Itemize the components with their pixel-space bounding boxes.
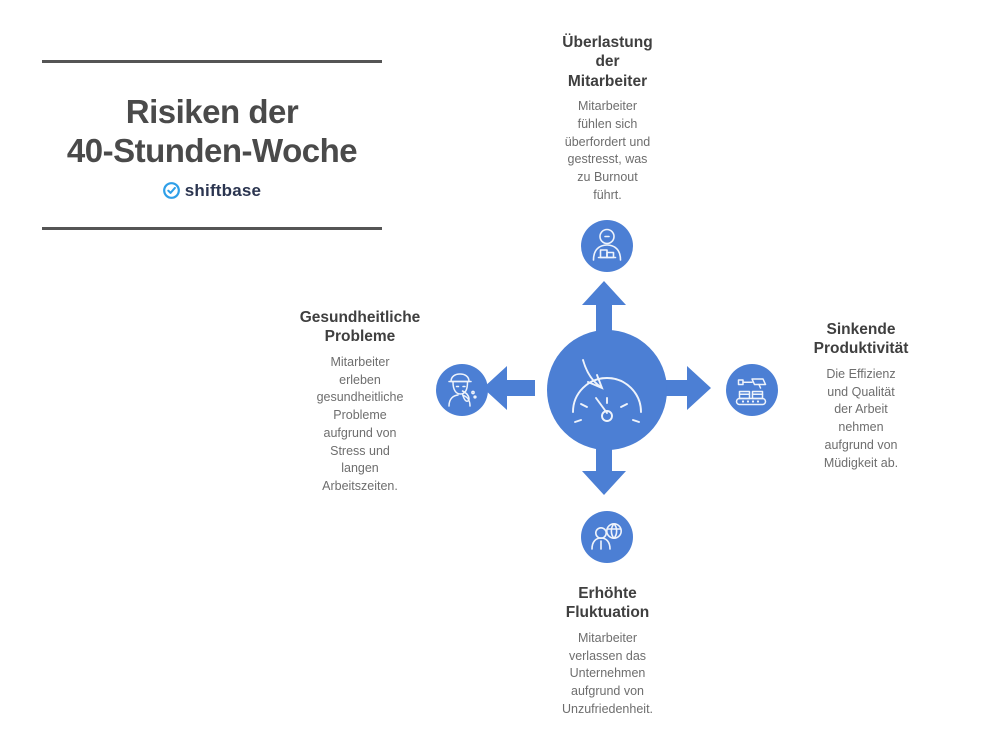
node-text-gesundheit: Gesundheitliche Probleme Mitarbeiter erl… — [280, 308, 440, 496]
node-body-produktivitaet: Die Effizienz und Qualität der Arbeit ne… — [823, 366, 899, 470]
overloaded-worker-icon — [592, 228, 622, 261]
check-circle-icon — [162, 182, 180, 200]
brand-logo: shiftbase — [42, 181, 382, 201]
arrow-right-icon — [659, 366, 711, 415]
employee-turnover-icon — [591, 523, 622, 550]
node-title-gesundheit: Gesundheitliche Probleme — [299, 309, 421, 346]
node-title-fluktuation: Erhöhte Fluktuation — [565, 585, 650, 622]
sick-worker-icon — [448, 373, 477, 407]
title-rule-top — [42, 60, 382, 63]
node-body-ueberlastung: Mitarbeiter fühlen sich überfordert und … — [564, 99, 651, 202]
node-icon-produktivitaet[interactable] — [726, 364, 778, 416]
title-block: Risiken der 40-Stunden-Woche shiftbase — [42, 60, 382, 230]
node-body-gesundheit: Mitarbeiter erleben gesundheitliche Prob… — [316, 354, 404, 493]
page-title: Risiken der 40-Stunden-Woche — [66, 93, 358, 169]
arrow-down-icon — [582, 443, 626, 500]
title-rule-bottom — [42, 226, 382, 230]
speedometer-declining-icon — [572, 359, 642, 423]
arrow-up-icon — [582, 281, 626, 338]
node-text-ueberlastung: Überlastung der Mitarbeiter Mitarbeiter … — [525, 33, 690, 205]
node-icon-gesundheit[interactable] — [436, 364, 488, 416]
conveyor-belt-icon — [735, 378, 767, 406]
node-text-produktivitaet: Sinkende Produktivität Die Effizienz und… — [786, 320, 936, 472]
center-hub — [547, 330, 667, 450]
node-body-fluktuation: Mitarbeiter verlassen das Unternehmen au… — [561, 630, 654, 716]
node-text-fluktuation: Erhöhte Fluktuation Mitarbeiter verlasse… — [525, 584, 690, 719]
brand-name: shiftbase — [184, 180, 262, 200]
node-icon-ueberlastung[interactable] — [581, 220, 633, 272]
arrow-left-icon — [483, 366, 535, 415]
node-title-produktivitaet: Sinkende Produktivität — [813, 321, 909, 358]
node-icon-fluktuation[interactable] — [581, 511, 633, 563]
node-title-ueberlastung: Überlastung der Mitarbeiter — [562, 34, 653, 90]
